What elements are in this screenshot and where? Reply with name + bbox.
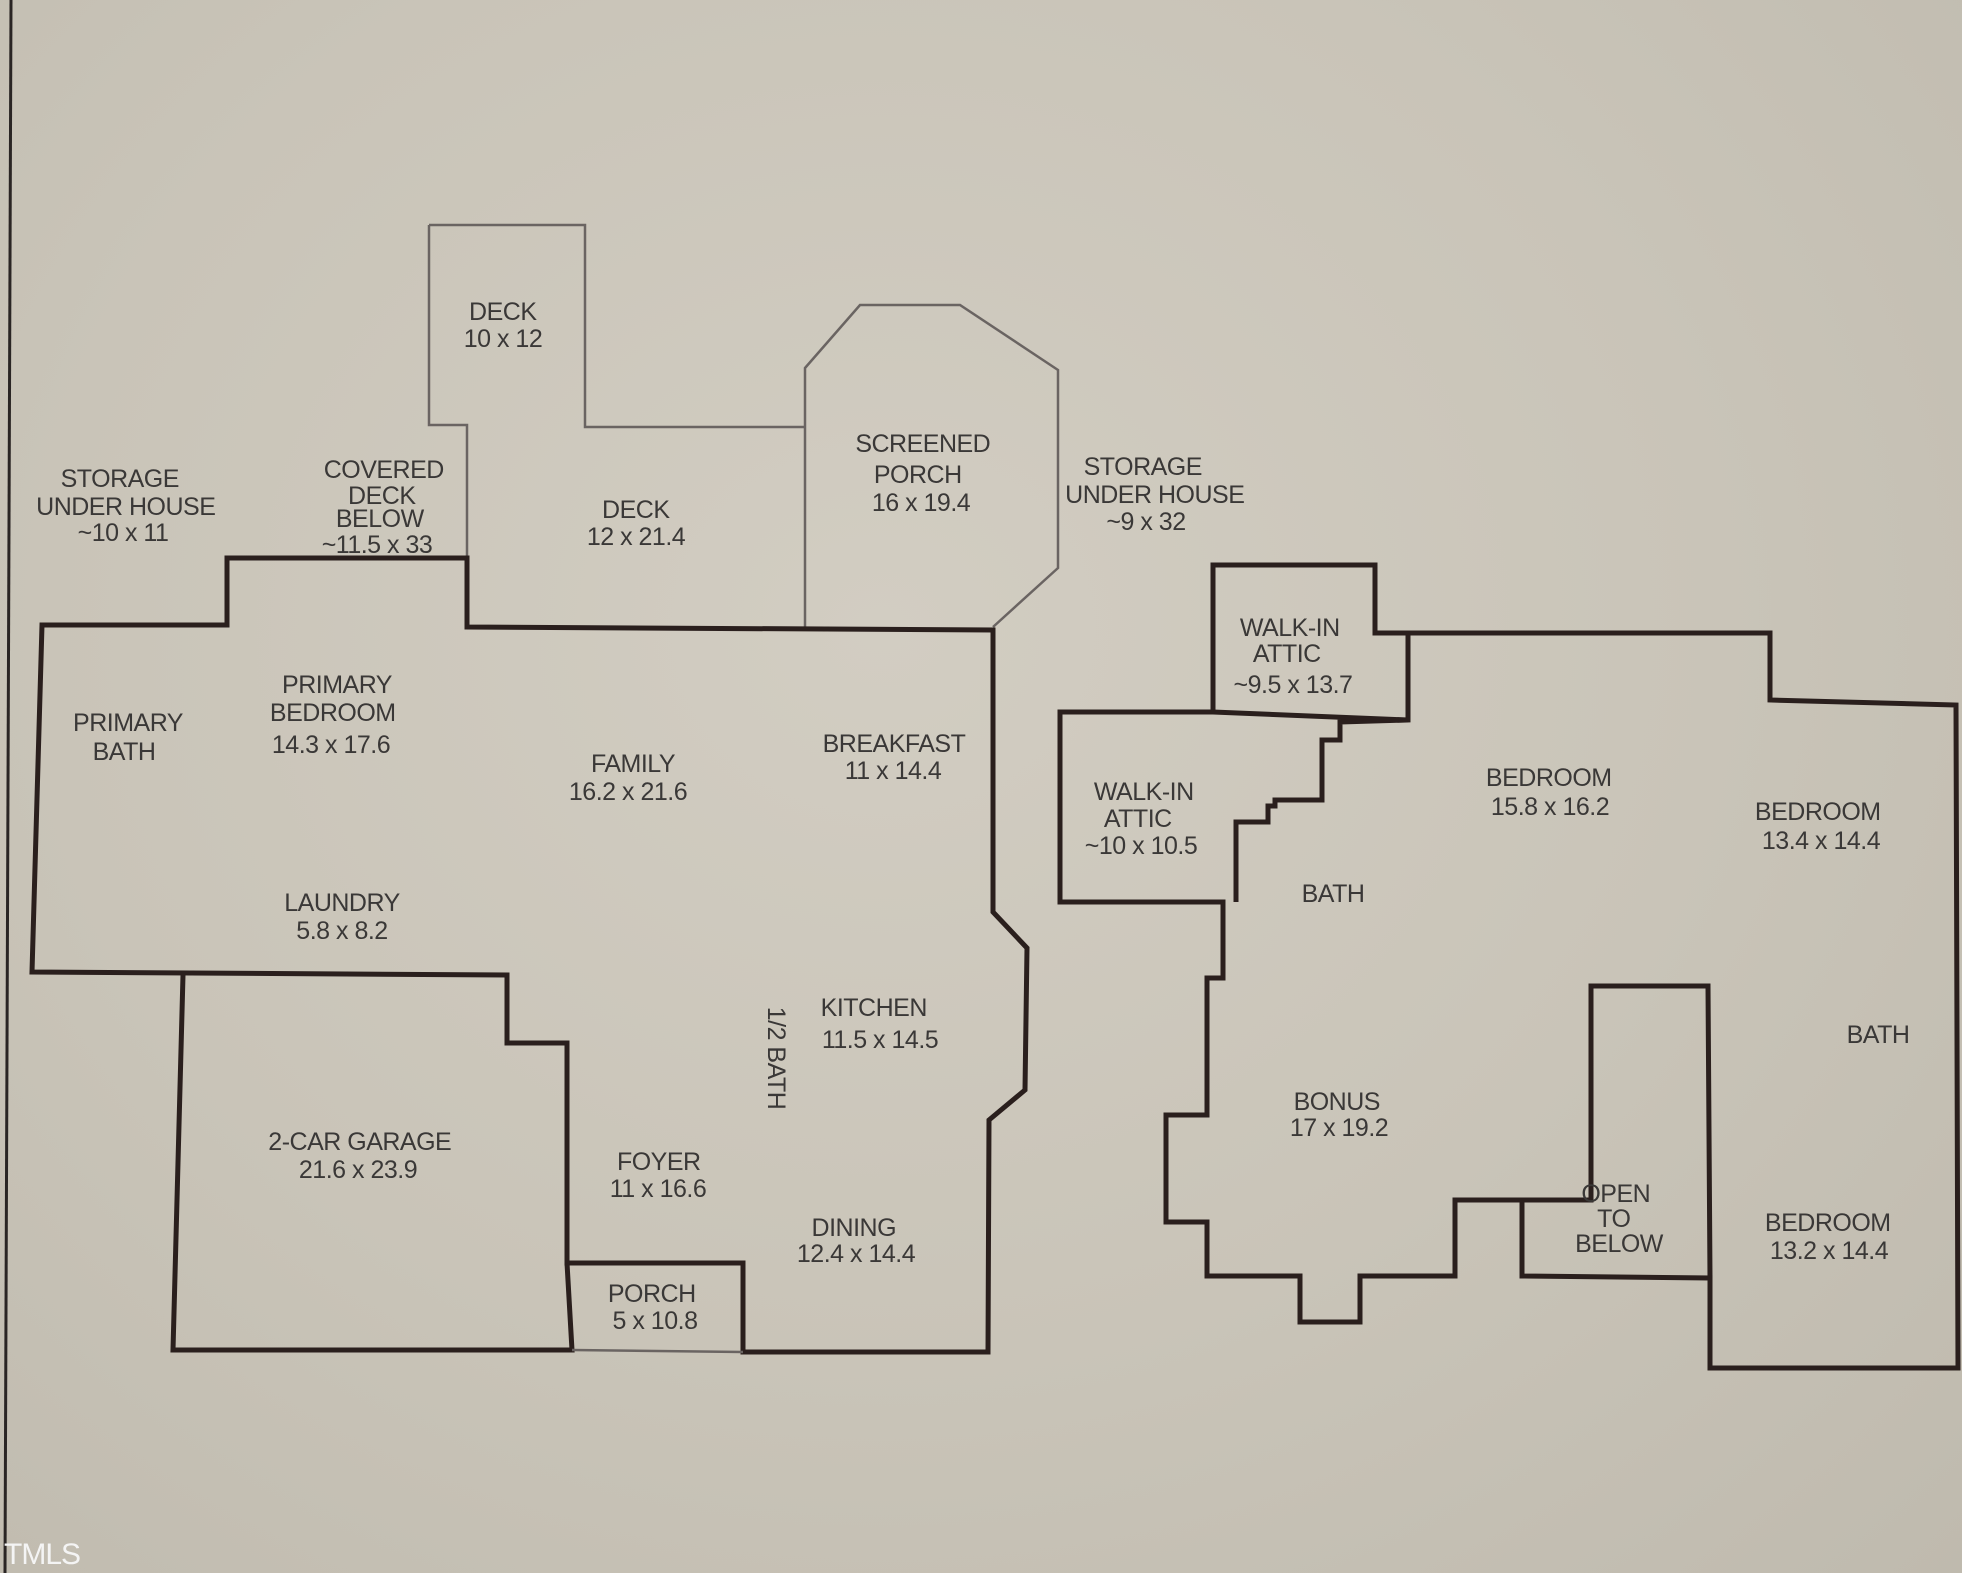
garage-outline	[170, 974, 575, 1353]
attic-step-wall	[1233, 633, 1411, 902]
label-bedroom-3: BEDROOM 13.2 x 14.4	[1765, 1209, 1897, 1265]
main-floor-outline	[29, 555, 1030, 1355]
label-walkin-attic-upper: WALK-IN ATTIC ~9.5 x 13.7	[1234, 614, 1353, 699]
screened-porch-outline	[803, 303, 1060, 628]
label-bath-right: BATH	[1847, 1021, 1910, 1049]
label-bath-upper: BATH	[1302, 880, 1365, 908]
label-bonus: BONUS 17 x 19.2	[1290, 1088, 1388, 1142]
room-labels: DECK 10 x 12 DECK 12 x 21.4 SCREENED POR…	[36, 298, 1910, 1335]
label-dining: DINING 12.4 x 14.4	[797, 1214, 916, 1268]
label-walkin-attic-lower: WALK-IN ATTIC ~10 x 10.5	[1085, 778, 1200, 860]
label-primary-bath: PRIMARY BATH	[73, 709, 189, 766]
mls-watermark: TMLS	[4, 1538, 81, 1571]
deck-small-outline	[429, 223, 805, 429]
label-primary-bedroom: PRIMARY BEDROOM 14.3 x 17.6	[270, 671, 402, 759]
page-edge	[3, 0, 13, 1573]
label-breakfast: BREAKFAST 11 x 14.4	[823, 730, 972, 785]
attic-divider	[1212, 709, 1409, 723]
open-to-below-outline	[1522, 983, 1713, 1279]
label-bedroom-1: BEDROOM 15.8 x 16.2	[1486, 764, 1618, 821]
label-family: FAMILY 16.2 x 21.6	[569, 750, 687, 806]
label-storage-left: STORAGE UNDER HOUSE ~10 x 11	[36, 465, 222, 547]
label-laundry: LAUNDRY 5.8 x 8.2	[284, 889, 406, 945]
label-bedroom-2: BEDROOM 13.4 x 14.4	[1755, 798, 1887, 855]
label-storage-right: STORAGE UNDER HOUSE ~9 x 32	[1065, 453, 1251, 536]
porch-outline	[571, 1348, 744, 1354]
label-half-bath: 1/2 BATH	[762, 1007, 790, 1110]
label-covered-deck: COVERED DECK BELOW ~11.5 x 33	[322, 456, 451, 559]
deck-large-outline	[427, 225, 469, 558]
upper-floor-outline	[1057, 562, 1961, 1371]
label-open-to-below: OPEN TO BELOW	[1575, 1180, 1664, 1258]
label-deck-large: DECK 12 x 21.4	[587, 496, 686, 551]
label-foyer: FOYER 11 x 16.6	[610, 1148, 707, 1203]
label-deck-small: DECK 10 x 12	[464, 298, 543, 353]
label-garage: 2-CAR GARAGE 21.6 x 23.9	[268, 1128, 457, 1184]
label-screened-porch: SCREENED PORCH 16 x 19.4	[855, 430, 996, 517]
label-kitchen: KITCHEN 11.5 x 14.5	[821, 994, 939, 1054]
label-porch: PORCH 5 x 10.8	[608, 1280, 702, 1335]
